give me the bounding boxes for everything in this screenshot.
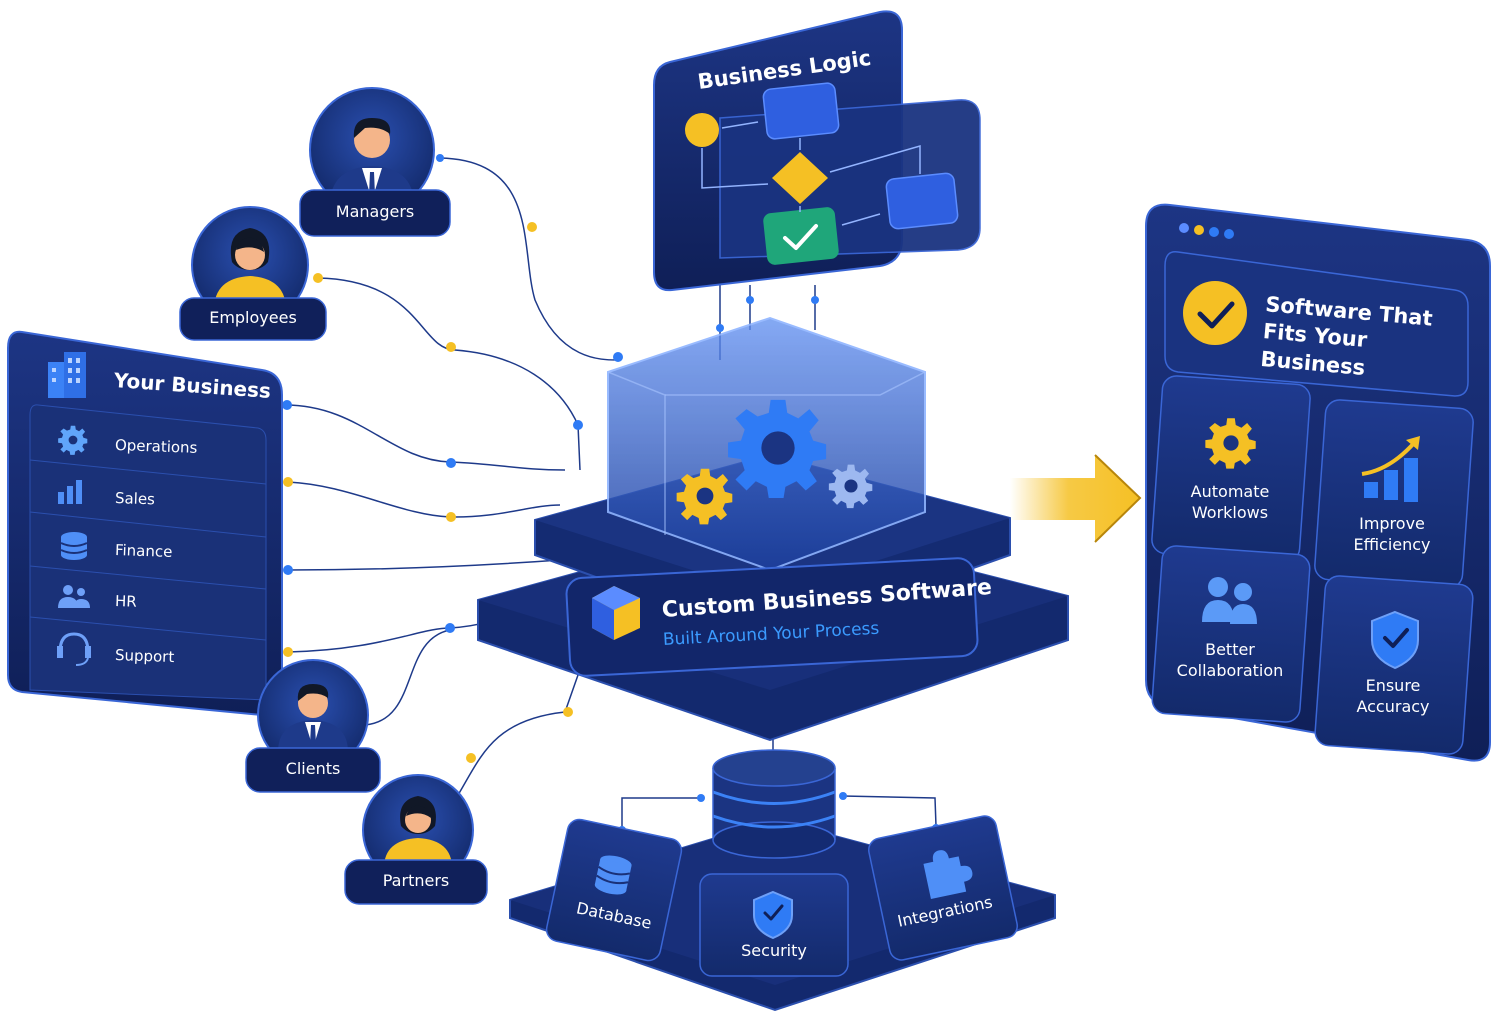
line-db-integrations [842, 795, 937, 827]
partners-label: Partners [382, 871, 450, 890]
connector-dots [282, 154, 940, 834]
line-clients [364, 629, 451, 726]
automate-gear-icon [1205, 418, 1256, 469]
shield-check-icon [1371, 610, 1419, 670]
headset-icon [57, 632, 91, 666]
employee-avatar-icon [214, 228, 286, 310]
biz-item-sales: Sales [114, 489, 156, 509]
people-icon [1202, 577, 1257, 624]
your-business-panel [7, 330, 283, 717]
biz-item-support: Support [114, 646, 175, 667]
arrow-to-result [1010, 454, 1142, 543]
flowchart-diagram [685, 82, 959, 265]
clients-label: Clients [285, 759, 341, 778]
line-managers [439, 157, 619, 361]
database-stack-icon [594, 855, 632, 895]
gear-yellow-icon [676, 468, 733, 525]
line-biz-hr [287, 559, 561, 571]
line-db-database [621, 797, 700, 830]
benefit-accuracy-label: Ensure Accuracy [1356, 676, 1430, 716]
window-dots-icon [1179, 223, 1234, 239]
gear-small-icon [828, 464, 873, 509]
database-icon [60, 532, 88, 560]
core-platform [477, 316, 1069, 742]
security-label: Security [741, 941, 807, 960]
line-biz-sales [287, 481, 561, 518]
business-logic-panel [653, 10, 981, 292]
stakeholder-employees [179, 206, 327, 341]
line-employees [317, 277, 581, 471]
people-icon [58, 585, 90, 608]
foundation-platform [509, 749, 1056, 1012]
benefit-automate-label: Automate Worklows [1190, 482, 1270, 522]
bar-chart-icon [58, 480, 82, 504]
result-panel [1145, 203, 1491, 762]
benefit-efficiency-label: Improve Efficiency [1353, 514, 1431, 554]
growth-chart-icon [1361, 436, 1420, 502]
line-biz-operations [284, 404, 566, 471]
puzzle-icon [923, 850, 973, 900]
stakeholder-clients [245, 659, 381, 793]
line-partners [454, 674, 579, 801]
managers-label: Managers [335, 202, 415, 221]
stakeholder-partners [344, 774, 488, 905]
gear-icon [58, 425, 88, 455]
employees-label: Employees [209, 308, 297, 327]
building-icon [48, 352, 86, 398]
database-cylinder [712, 749, 836, 859]
check-badge-icon [1183, 281, 1247, 345]
benefit-collaboration-label: Better Collaboration [1176, 640, 1284, 680]
biz-item-finance: Finance [114, 541, 173, 561]
client-avatar-icon [278, 684, 348, 752]
biz-item-operations: Operations [114, 436, 198, 457]
stakeholder-managers [299, 87, 451, 237]
gear-large-icon [728, 399, 827, 498]
biz-item-hr: HR [114, 592, 138, 611]
security-shield-icon [753, 890, 793, 940]
cube-icon [592, 586, 640, 640]
